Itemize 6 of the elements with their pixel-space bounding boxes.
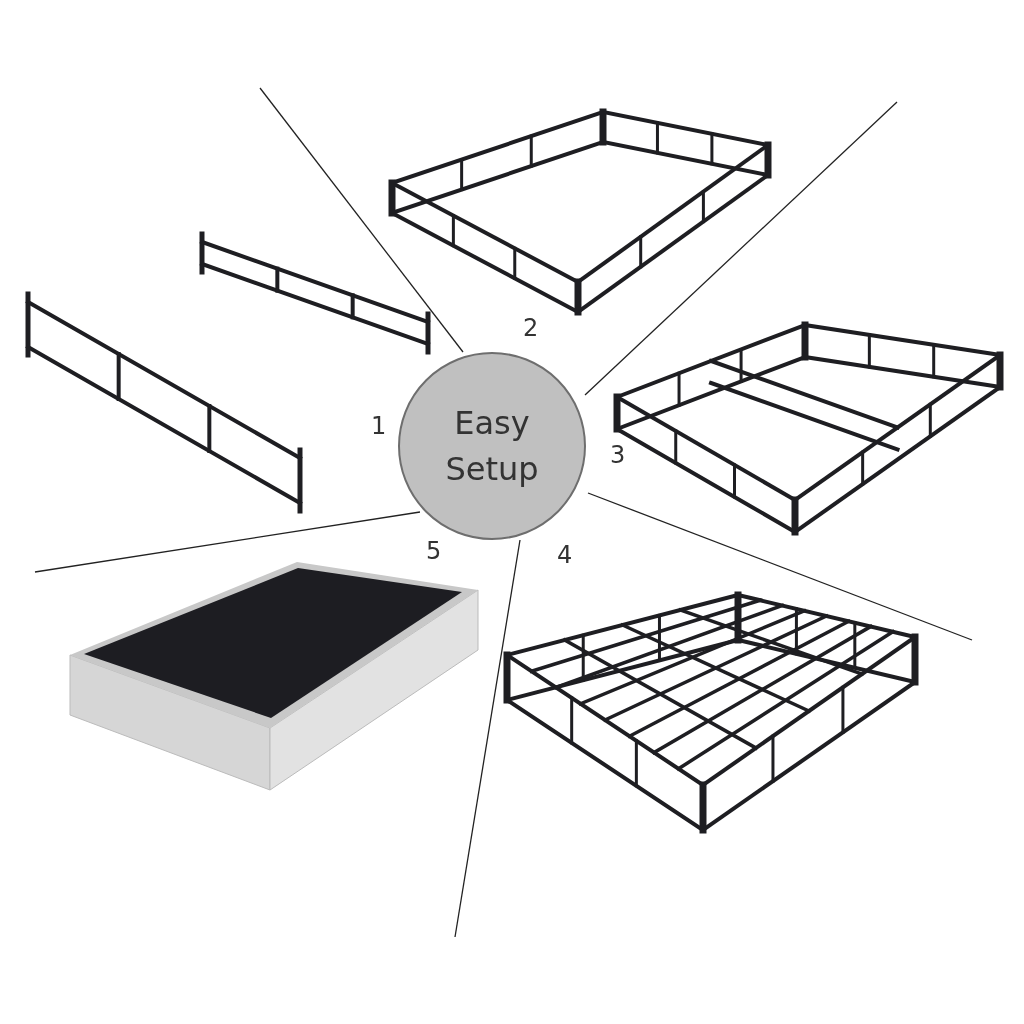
step-number: 1 (371, 412, 387, 440)
step-number: 3 (610, 441, 626, 469)
step-number: 2 (523, 314, 539, 342)
step-number: 4 (557, 541, 573, 569)
circle-title: Easy Setup (444, 402, 540, 490)
step-number: 5 (426, 537, 442, 565)
